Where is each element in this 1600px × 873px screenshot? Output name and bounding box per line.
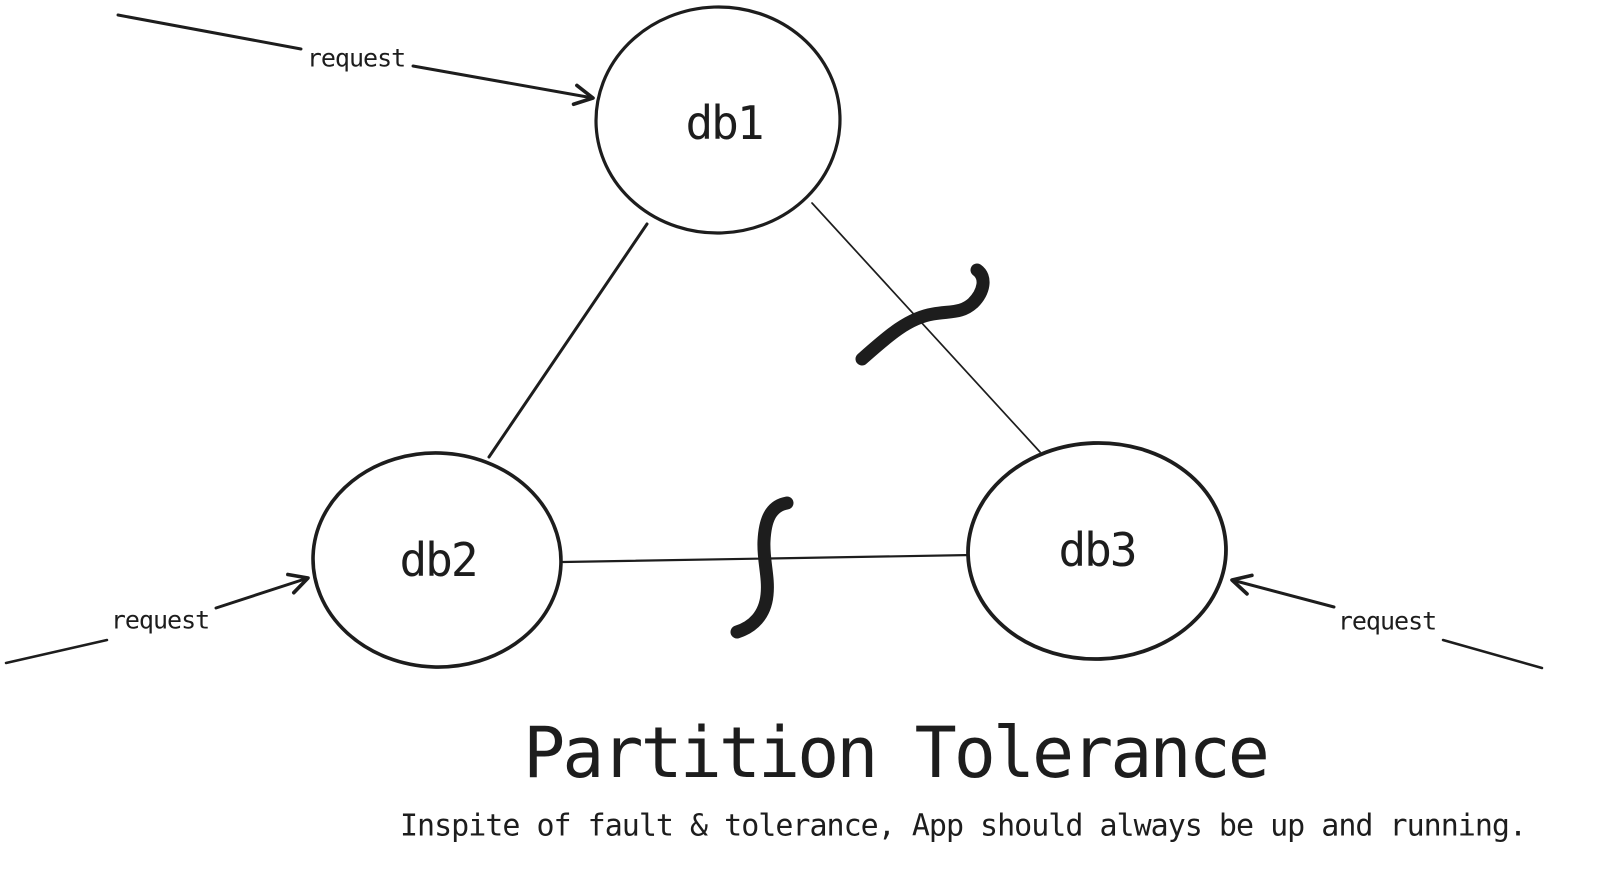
edge-db1-db2 bbox=[487, 222, 649, 459]
edge-db1-db3 bbox=[811, 202, 1041, 453]
request-label-bottom-right: request bbox=[1337, 606, 1437, 636]
diagram-title: Partition Tolerance bbox=[523, 712, 1270, 794]
request-arrow-tail-bottom-left bbox=[4, 638, 109, 665]
request-arrow-tail-bottom-right bbox=[1441, 638, 1544, 670]
node-db3-label: db3 bbox=[1058, 523, 1137, 577]
request-arrow-bottom-right bbox=[1230, 573, 1336, 609]
node-db3-circle bbox=[966, 441, 1228, 661]
partition-break-icon bbox=[855, 263, 990, 366]
request-arrow-bottom-left bbox=[214, 572, 310, 610]
node-db2-circle bbox=[311, 451, 563, 669]
request-arrow-tail-top-left bbox=[116, 13, 303, 51]
node-db1-label: db1 bbox=[685, 96, 764, 150]
diagram-subtitle: Inspite of fault & tolerance, App should… bbox=[399, 808, 1527, 844]
node-db2-label: db2 bbox=[399, 533, 478, 587]
request-arrow-top-left bbox=[411, 64, 595, 107]
request-label-bottom-left: request bbox=[110, 605, 210, 635]
node-db1-circle bbox=[594, 5, 842, 235]
request-label-top-left: request bbox=[306, 43, 406, 73]
partition-break-icon bbox=[730, 496, 794, 639]
